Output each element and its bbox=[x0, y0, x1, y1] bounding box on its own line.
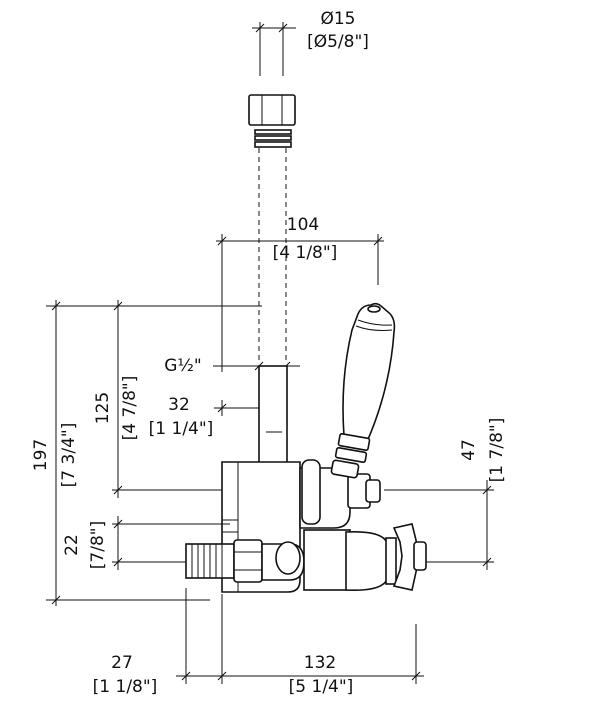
length-27-metric: 27 bbox=[111, 653, 133, 673]
length-132-dimension: 132 [5 1/4"] bbox=[222, 624, 424, 697]
height-22-dimension: 22 [7/8"] bbox=[62, 516, 230, 570]
height-197-imperial: [7 3/4"] bbox=[59, 423, 79, 488]
width-104-dimension: 104 [4 1/8"] bbox=[216, 215, 384, 372]
offset-32-metric: 32 bbox=[168, 395, 190, 415]
lever-handle bbox=[330, 302, 396, 479]
width-104-imperial: [4 1/8"] bbox=[273, 243, 338, 263]
offset-32-imperial: [1 1/4"] bbox=[149, 419, 214, 439]
width-104-metric: 104 bbox=[287, 215, 319, 235]
pipe-diameter-metric: Ø15 bbox=[320, 9, 355, 29]
height-125-metric: 125 bbox=[93, 392, 113, 424]
length-27-imperial: [1 1/8"] bbox=[93, 677, 158, 697]
length-132-metric: 132 bbox=[304, 653, 336, 673]
height-125-dimension: 125 [4 7/8"] bbox=[93, 300, 262, 498]
thread-size-text: G½" bbox=[164, 356, 201, 376]
height-22-imperial: [7/8"] bbox=[88, 521, 108, 569]
height-197-dimension: 197 [7 3/4"] bbox=[31, 300, 210, 606]
compression-nut bbox=[248, 94, 296, 148]
height-22-metric: 22 bbox=[62, 534, 82, 556]
pipe-diameter-dimension: Ø15 [Ø5/8"] bbox=[252, 9, 369, 76]
lower-assembly bbox=[185, 523, 427, 592]
pipe-diameter-imperial: [Ø5/8"] bbox=[307, 32, 369, 52]
height-47-metric: 47 bbox=[459, 439, 479, 461]
height-197-metric: 197 bbox=[31, 439, 51, 471]
height-125-imperial: [4 7/8"] bbox=[120, 376, 140, 441]
height-47-imperial: [1 7/8"] bbox=[487, 418, 507, 483]
height-47-dimension: 47 [1 7/8"] bbox=[384, 418, 507, 570]
length-27-dimension: 27 [1 1/8"] bbox=[93, 588, 230, 697]
length-132-imperial: [5 1/4"] bbox=[289, 677, 354, 697]
